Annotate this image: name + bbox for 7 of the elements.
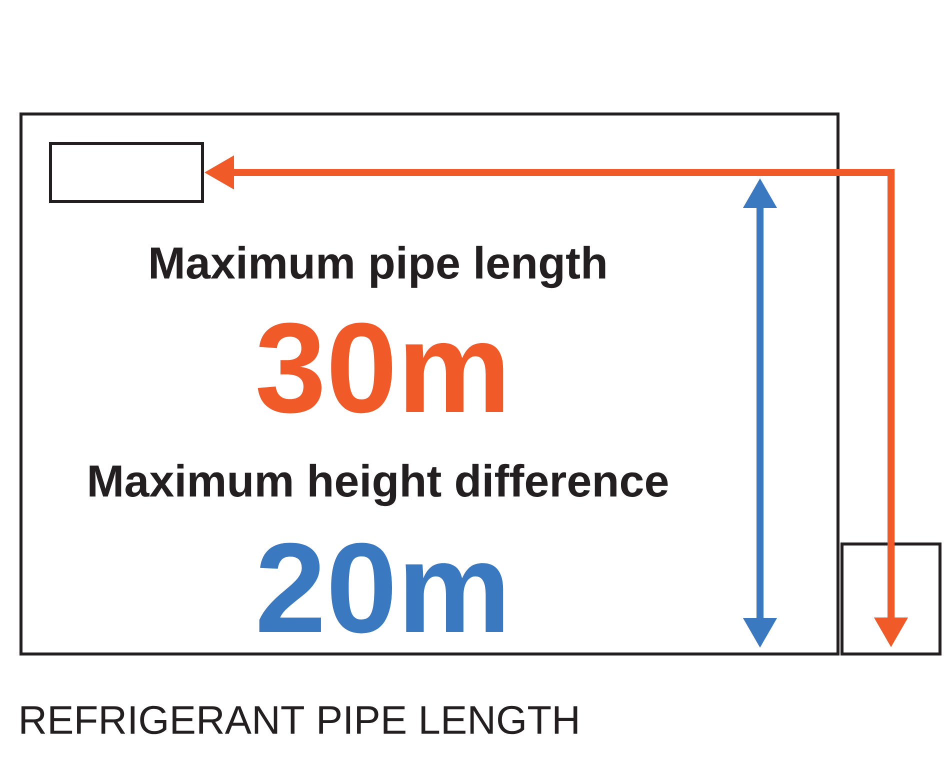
heading-text: Maximum pipe length <box>151 246 606 288</box>
value-text: 30m <box>258 322 504 414</box>
value-text: 20m <box>259 542 504 634</box>
unit-box <box>840 542 942 656</box>
unit-box <box>49 142 204 203</box>
caption: REFRIGERANT PIPE LENGTH <box>21 706 578 734</box>
heading-text: Maximum height difference <box>90 464 668 506</box>
